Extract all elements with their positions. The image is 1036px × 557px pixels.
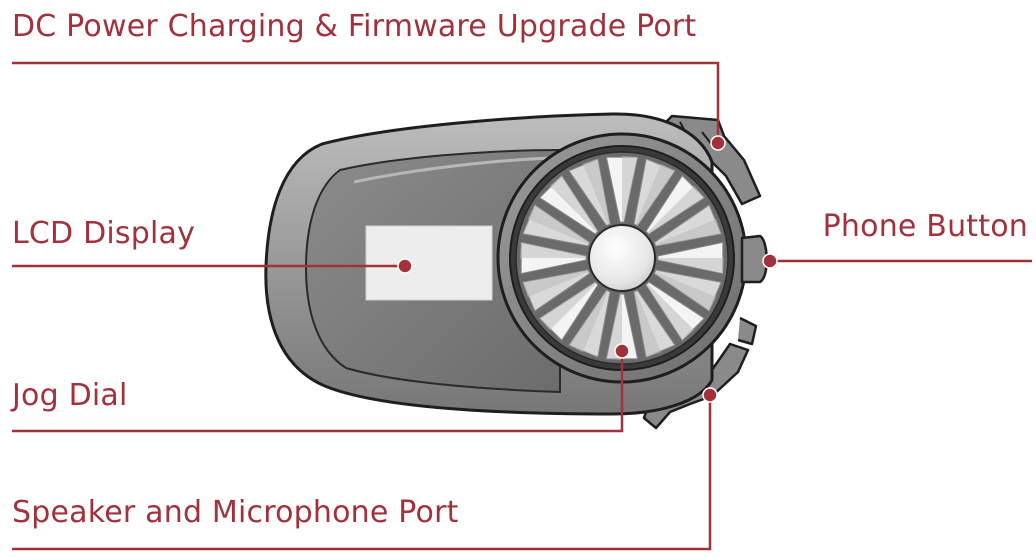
jog-dial-fin-shade [657, 258, 724, 274]
jog-dial-fins [520, 156, 724, 360]
jog-dial-fin-shade [549, 175, 598, 233]
lcd-display [365, 225, 493, 301]
jog-dial-fin-shade [655, 218, 722, 247]
jog-dial-fin-shade [647, 185, 705, 234]
label-lcd-display: LCD Display [12, 216, 196, 251]
jog-dial-fin-shade [633, 291, 662, 358]
jog-dial-fin-shade [622, 156, 638, 223]
label-dc-power-port: DC Power Charging & Firmware Upgrade Por… [12, 9, 697, 44]
jog-dial-fin-shade [520, 242, 587, 258]
jog-dial-fin-shade [606, 293, 622, 360]
callout-dot-lcd-display [397, 258, 413, 274]
callout-dot-dc-port [710, 135, 726, 151]
jog-dial-fin [538, 281, 599, 342]
jog-dial-fin-shade [646, 283, 695, 341]
jog-dial-fin-shade [569, 290, 609, 353]
jog-dial-fin-shade [539, 282, 597, 331]
callout-dot-phone-button [762, 253, 778, 269]
label-jog-dial: Jog Dial [12, 378, 128, 413]
jog-dial-fin-shade [527, 205, 590, 245]
callout-line-dc-port [12, 61, 720, 143]
label-speaker-mic-port: Speaker and Microphone Port [12, 495, 459, 530]
jog-dial-hub [588, 224, 656, 292]
callout-line-jog-dial [12, 351, 624, 433]
jog-dial-fin-shade [582, 158, 611, 225]
callout-dot-jog-dial [614, 343, 630, 359]
jog-dial-fin-shade [654, 271, 717, 311]
jog-dial-fin-shade [635, 163, 675, 226]
label-phone-button: Phone Button [822, 209, 1028, 244]
jog-dial-fin-shade [522, 269, 589, 298]
callout-line-speaker-mic-port [12, 395, 712, 551]
callout-dot-speaker-mic-port [702, 387, 718, 403]
